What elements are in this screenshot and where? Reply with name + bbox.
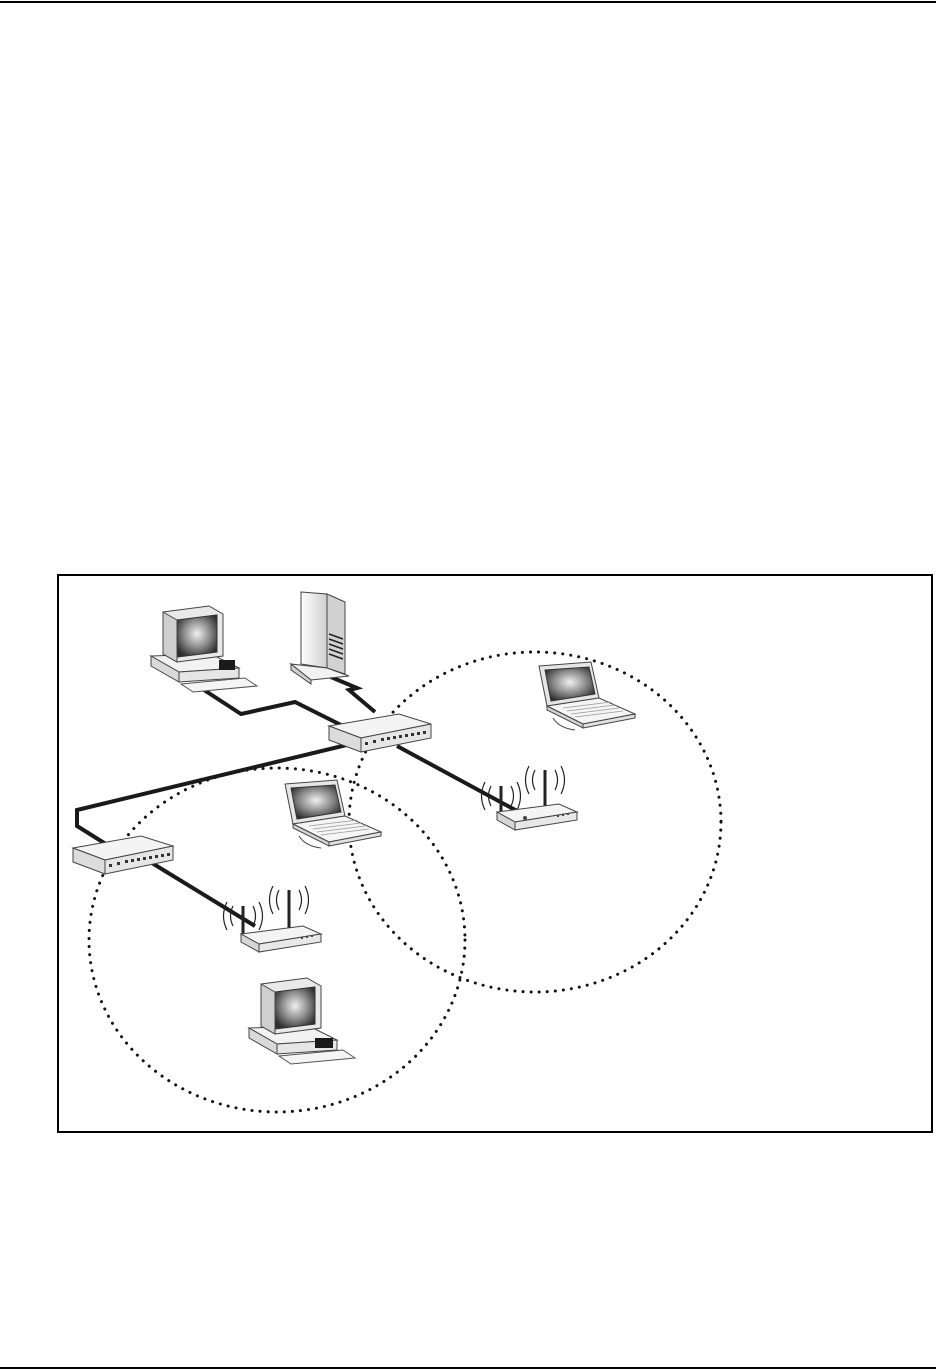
network-diagram-frame bbox=[57, 574, 933, 1133]
laptop-icon bbox=[539, 662, 635, 730]
desktop-computer-icon bbox=[249, 978, 355, 1064]
bottom-rule bbox=[0, 1367, 936, 1369]
top-rule bbox=[0, 1, 936, 3]
desktop-computer-icon bbox=[151, 606, 257, 692]
server-tower-icon bbox=[291, 592, 349, 684]
laptop-icon bbox=[285, 780, 381, 848]
cable-link-switch-2-to-access-point-2 bbox=[147, 860, 255, 926]
network-diagram bbox=[59, 576, 931, 1131]
wireless-access-point-icon bbox=[224, 886, 322, 952]
